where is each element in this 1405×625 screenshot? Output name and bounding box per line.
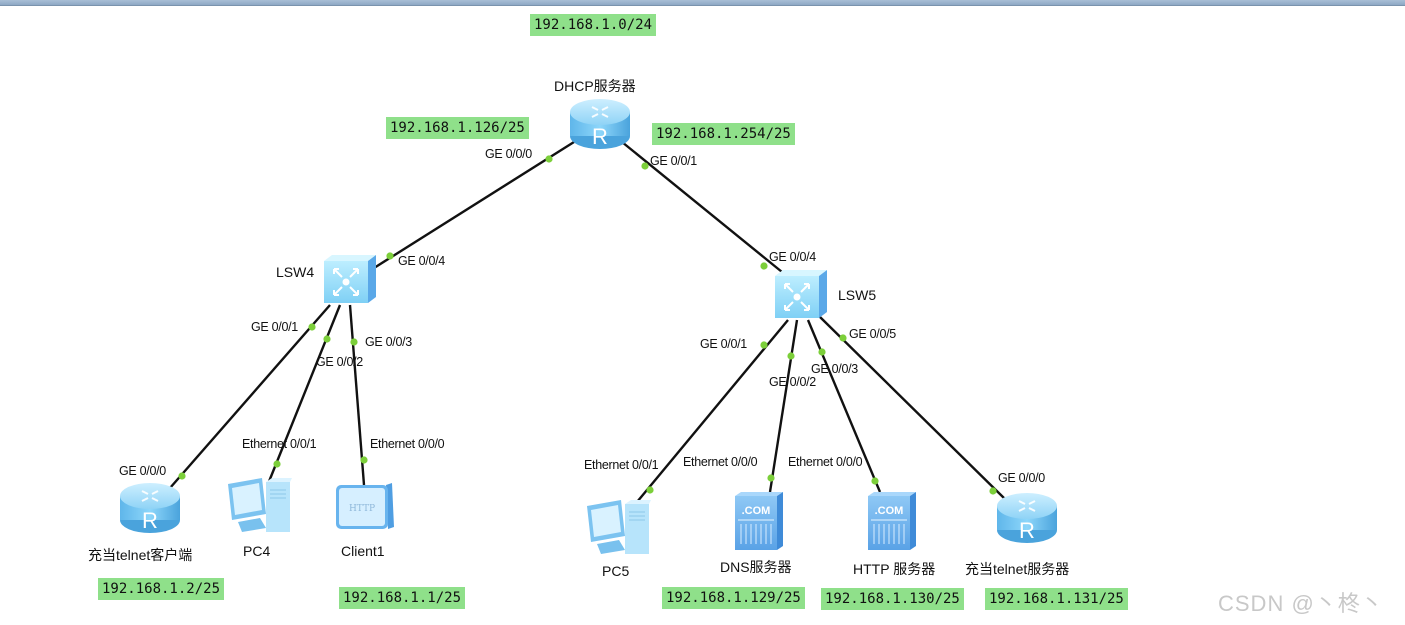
client1-http-client-icon[interactable]: HTTP — [334, 481, 394, 531]
link-lsw5-http[interactable] — [806, 319, 882, 493]
port-status-dot-pc4 — [273, 460, 281, 468]
port-status-dot-lsw5 — [818, 348, 826, 356]
network-ip-label: 192.168.1.0/24 — [530, 14, 657, 36]
lsw5-port-ge004: GE 0/0/4 — [769, 250, 816, 264]
port-status-dot-http — [871, 477, 879, 485]
http-server-label: HTTP 服务器 — [853, 561, 936, 577]
lsw4-label: LSW4 — [276, 264, 315, 280]
http-port: Ethernet 0/0/0 — [788, 455, 863, 469]
telnet-client-router-icon[interactable]: R — [118, 480, 182, 536]
dhcp-port-ge000: GE 0/0/0 — [485, 147, 532, 161]
link-dhcp-lsw5[interactable] — [621, 141, 783, 273]
svg-text:HTTP: HTTP — [349, 504, 375, 514]
port-status-dot-lsw4 — [308, 323, 316, 331]
client1-label: Client1 — [341, 543, 385, 559]
csdn-watermark: CSDN @丶柊丶 — [1218, 591, 1384, 616]
port-status-dot-dhcp — [641, 162, 649, 170]
lsw4-switch-icon[interactable] — [320, 253, 376, 305]
router-letter: R — [592, 124, 608, 149]
dhcp-router-icon[interactable]: R — [568, 96, 632, 152]
telnet-server-label: 充当telnet服务器 — [965, 561, 1070, 577]
port-status-dot-pc5 — [646, 486, 654, 494]
lsw4-port-ge002: GE 0/0/2 — [316, 355, 363, 369]
svg-text:R: R — [142, 508, 158, 533]
link-lsw4-telnet_client[interactable] — [169, 304, 331, 489]
telnet-server-router-icon[interactable]: R — [995, 490, 1059, 546]
dns-server-label: DNS服务器 — [720, 559, 792, 575]
http-server-icon[interactable]: .COM — [866, 490, 918, 552]
telnet-server-ip: 192.168.1.131/25 — [985, 588, 1128, 610]
dns-server-icon[interactable]: .COM — [733, 490, 785, 552]
lsw4-port-ge003: GE 0/0/3 — [365, 335, 412, 349]
dns-port: Ethernet 0/0/0 — [683, 455, 758, 469]
port-status-dot-lsw4 — [350, 338, 358, 346]
port-status-dot-lsw4 — [386, 252, 394, 260]
port-status-dot-lsw4 — [323, 335, 331, 343]
port-status-dot-lsw5 — [760, 341, 768, 349]
client1-ip: 192.168.1.1/25 — [339, 587, 466, 609]
http-server-ip: 192.168.1.130/25 — [821, 588, 964, 610]
lsw5-port-ge002: GE 0/0/2 — [769, 375, 816, 389]
dhcp-server-label: DHCP服务器 — [554, 78, 636, 94]
pc4-computer-icon[interactable] — [226, 474, 292, 534]
dns-server-ip: 192.168.1.129/25 — [662, 587, 805, 609]
telnet-client-label: 充当telnet客户端 — [88, 547, 193, 563]
port-status-dot-dns — [767, 474, 775, 482]
lsw5-port-ge005: GE 0/0/5 — [849, 327, 896, 341]
client1-port: Ethernet 0/0/0 — [370, 437, 445, 451]
port-status-dot-client1 — [360, 456, 368, 464]
port-status-dot-lsw5 — [839, 334, 847, 342]
pc4-port: Ethernet 0/0/1 — [242, 437, 317, 451]
port-status-dot-telnet_server — [989, 487, 997, 495]
dhcp-ip-right: 192.168.1.254/25 — [652, 123, 795, 145]
svg-text:.COM: .COM — [742, 505, 771, 517]
lsw5-label: LSW5 — [838, 287, 877, 303]
link-lsw5-telnet_server[interactable] — [819, 316, 1007, 501]
port-status-dot-lsw5 — [760, 262, 768, 270]
port-status-dot-lsw5 — [787, 352, 795, 360]
port-status-dot-telnet_client — [178, 472, 186, 480]
lsw5-port-ge003: GE 0/0/3 — [811, 362, 858, 376]
telnet-server-port: GE 0/0/0 — [998, 471, 1045, 485]
pc5-port: Ethernet 0/0/1 — [584, 458, 659, 472]
lsw4-port-ge004: GE 0/0/4 — [398, 254, 445, 268]
pc4-label: PC4 — [243, 543, 271, 559]
dhcp-port-ge001: GE 0/0/1 — [650, 154, 697, 168]
link-lsw4-client1[interactable] — [348, 304, 366, 486]
link-lsw5-dns[interactable] — [768, 319, 799, 493]
pc5-label: PC5 — [602, 563, 630, 579]
link-lsw5-pc5[interactable] — [636, 319, 789, 503]
lsw5-port-ge001: GE 0/0/1 — [700, 337, 747, 351]
window-top-border — [0, 0, 1405, 6]
telnet-client-port: GE 0/0/0 — [119, 464, 166, 478]
lsw5-switch-icon[interactable] — [771, 268, 827, 320]
lsw4-port-ge001: GE 0/0/1 — [251, 320, 298, 334]
pc5-computer-icon[interactable] — [585, 496, 651, 556]
dhcp-ip-left: 192.168.1.126/25 — [386, 117, 529, 139]
svg-text:R: R — [1019, 518, 1035, 543]
link-lsw4-pc4[interactable] — [266, 304, 342, 485]
link-dhcp-lsw4[interactable] — [373, 140, 575, 270]
telnet-client-ip: 192.168.1.2/25 — [98, 578, 225, 600]
svg-text:.COM: .COM — [875, 505, 904, 517]
port-status-dot-dhcp — [545, 155, 553, 163]
